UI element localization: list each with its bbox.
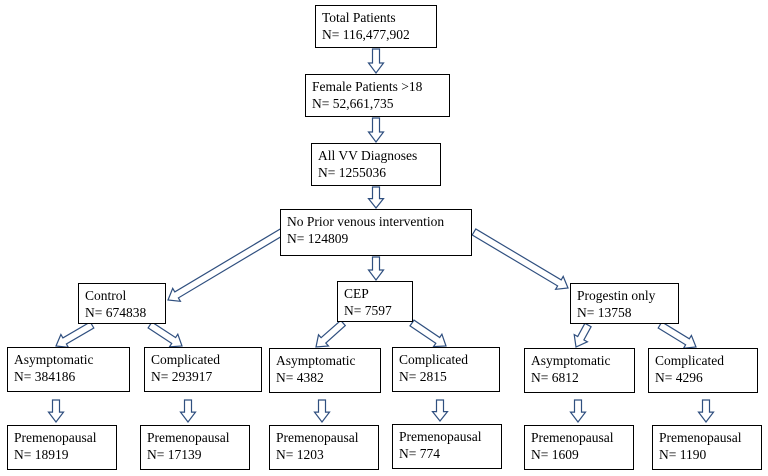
- node-label: Asymptomatic: [276, 353, 356, 368]
- arrow-cep-to-cep_asym: [315, 319, 347, 348]
- node-label: Premenopausal: [276, 430, 359, 445]
- node-label: No Prior venous intervention: [287, 214, 445, 229]
- arrow-noprior-to-control: [167, 228, 285, 303]
- node-progestin-complicated: Complicated N= 4296: [648, 348, 758, 393]
- node-count: N= 1255036: [318, 165, 386, 180]
- node-cep-complicated: Complicated N= 2815: [392, 347, 500, 392]
- node-count: N= 17139: [147, 447, 202, 462]
- node-count: N= 13758: [577, 305, 632, 320]
- node-label: Premenopausal: [147, 430, 230, 445]
- arrow-cep_comp-to-cep_comp_pm: [431, 399, 449, 422]
- node-label: Premenopausal: [399, 429, 482, 444]
- node-cep-asymptomatic: Asymptomatic N= 4382: [269, 348, 381, 393]
- node-label: Premenopausal: [659, 430, 742, 445]
- node-count: N= 384186: [14, 369, 76, 384]
- node-count: N= 1609: [531, 447, 579, 462]
- node-progestin-asymptomatic: Asymptomatic N= 6812: [524, 348, 635, 393]
- arrow-ctrl_comp-to-ctrl_comp_pm: [179, 399, 197, 423]
- node-control-complicated-premenopausal: Premenopausal N= 17139: [140, 425, 250, 470]
- node-control-asymptomatic: Asymptomatic N= 384186: [7, 347, 130, 392]
- node-label: Premenopausal: [14, 430, 97, 445]
- node-cep-complicated-premenopausal: Premenopausal N= 774: [392, 424, 502, 469]
- arrow-control-to-ctrl_asym: [55, 321, 95, 349]
- arrow-vv-to-noprior: [367, 186, 385, 209]
- node-label: CEP: [344, 286, 369, 301]
- node-label: Total Patients: [322, 10, 396, 25]
- node-label: Complicated: [399, 352, 468, 367]
- node-count: N= 124809: [287, 231, 349, 246]
- arrow-control-to-ctrl_comp: [147, 321, 183, 348]
- arrow-cep_asym-to-cep_asym_pm: [313, 399, 331, 423]
- node-progestin: Progestin only N= 13758: [570, 283, 679, 324]
- arrow-female-to-vv: [367, 117, 385, 143]
- node-control-complicated: Complicated N= 293917: [144, 347, 262, 392]
- node-cep: CEP N= 7597: [337, 281, 413, 322]
- node-label: All VV Diagnoses: [318, 148, 418, 163]
- arrow-cep-to-cep_comp: [409, 319, 447, 348]
- node-count: N= 2815: [399, 369, 447, 384]
- node-count: N= 6812: [531, 370, 579, 385]
- node-progestin-complicated-premenopausal: Premenopausal N= 1190: [652, 425, 762, 470]
- node-control: Control N= 674838: [78, 283, 166, 324]
- node-female: Female Patients >18 N= 52,661,735: [305, 74, 450, 117]
- arrow-ctrl_asym-to-ctrl_asym_pm: [47, 399, 65, 423]
- node-cep-asymptomatic-premenopausal: Premenopausal N= 1203: [269, 425, 379, 470]
- node-count: N= 7597: [344, 303, 392, 318]
- node-control-asymptomatic-premenopausal: Premenopausal N= 18919: [7, 425, 117, 470]
- arrow-prog_asym-to-prog_asym_pm: [569, 399, 587, 423]
- arrow-progestin-to-prog_comp: [657, 321, 697, 349]
- node-progestin-asymptomatic-premenopausal: Premenopausal N= 1609: [524, 425, 634, 470]
- arrow-noprior-to-progestin: [471, 228, 569, 291]
- node-label: Female Patients >18: [312, 79, 423, 94]
- node-count: N= 1203: [276, 447, 324, 462]
- node-count: N= 674838: [85, 305, 147, 320]
- node-label: Premenopausal: [531, 430, 614, 445]
- node-label: Control: [85, 288, 127, 303]
- node-count: N= 4382: [276, 370, 324, 385]
- arrow-total-to-female: [367, 48, 385, 74]
- node-vv: All VV Diagnoses N= 1255036: [311, 143, 441, 186]
- node-count: N= 774: [399, 446, 440, 461]
- arrow-prog_comp-to-prog_comp_pm: [697, 399, 715, 423]
- node-label: Progestin only: [577, 288, 656, 303]
- node-total: Total Patients N= 116,477,902: [315, 5, 437, 48]
- arrow-progestin-to-prog_asym: [573, 322, 592, 348]
- node-count: N= 52,661,735: [312, 96, 394, 111]
- node-count: N= 1190: [659, 447, 707, 462]
- node-count: N= 4296: [655, 370, 703, 385]
- arrow-noprior-to-cep: [367, 256, 385, 281]
- node-count: N= 18919: [14, 447, 69, 462]
- node-label: Complicated: [655, 353, 724, 368]
- node-label: Complicated: [151, 352, 220, 367]
- node-no-prior: No Prior venous intervention N= 124809: [280, 209, 472, 256]
- node-label: Asymptomatic: [531, 353, 611, 368]
- node-label: Asymptomatic: [14, 352, 94, 367]
- node-count: N= 116,477,902: [322, 27, 410, 42]
- node-count: N= 293917: [151, 369, 213, 384]
